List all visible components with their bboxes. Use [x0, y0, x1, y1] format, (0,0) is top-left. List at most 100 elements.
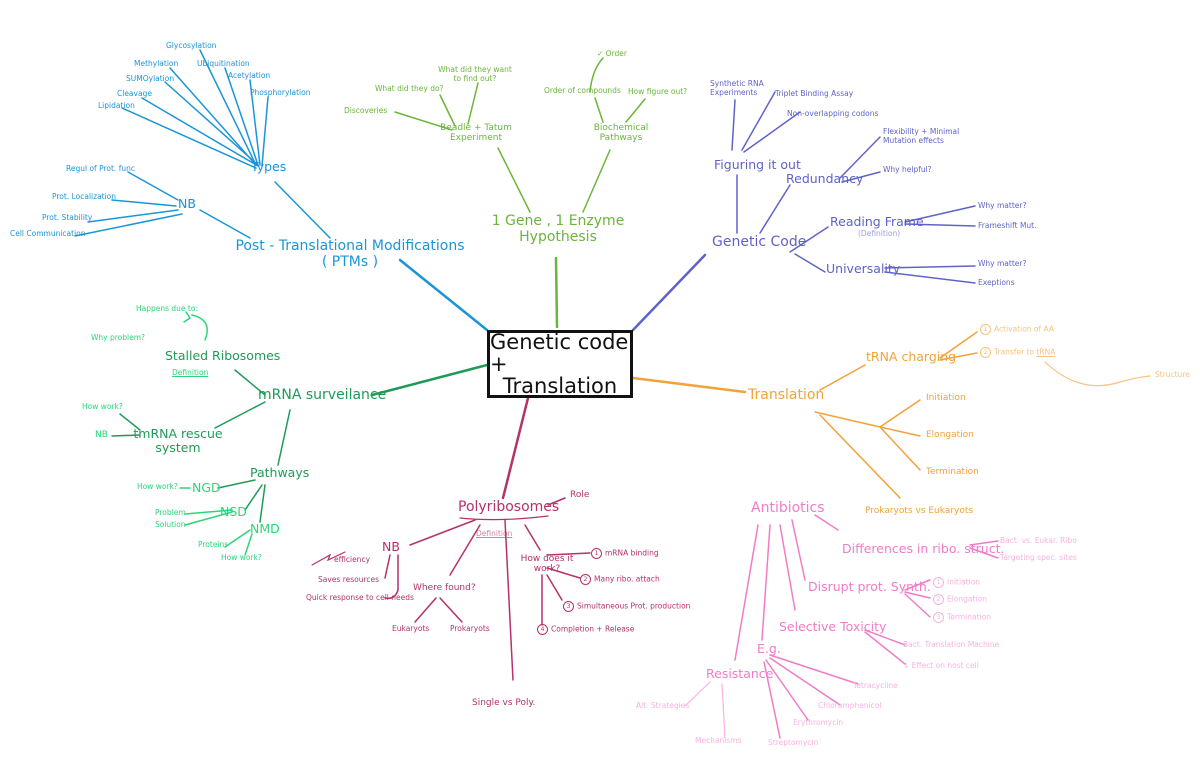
node-bact-translation: Bact. Translation Machine	[903, 640, 1000, 649]
step4-text: Completion + Release	[551, 624, 635, 634]
node-sumoylation: SUMOylation	[126, 74, 175, 83]
node-disrupt-prot-synth: Disrupt prot. Synth.	[808, 579, 931, 594]
central-topic: Genetic code + Translation	[487, 330, 633, 398]
node-nmd: NMD	[250, 521, 280, 536]
node-redundancy: Redundancy	[786, 171, 864, 186]
node-pathways: Pathways	[250, 465, 310, 480]
ptm-line1: Post - Translational Modifications	[235, 238, 465, 254]
branch-translation	[631, 376, 747, 394]
node-prokaryots: Prokaryots	[450, 624, 490, 633]
node-cell-communication: Cell Communication	[10, 229, 86, 238]
node-poly-nb: NB	[382, 539, 400, 554]
trna-word: tRNA	[1036, 347, 1056, 357]
node-happens-due-to: Happens due to:	[136, 304, 198, 313]
branch-one-gene	[554, 256, 559, 329]
node-ngd: NGD	[192, 480, 221, 495]
node-prot-stability: Prot. Stability	[42, 213, 93, 222]
branch-ptm	[398, 258, 489, 332]
step-1-badge: 1	[980, 324, 991, 335]
node-mrna-surveilance: mRNA surveilance	[258, 387, 387, 403]
node-quick-response: Quick response to cell needs	[306, 593, 414, 602]
node-ptm-nb: NB	[178, 196, 196, 211]
poly-step-3-badge: 3	[563, 601, 574, 612]
node-chloramphenicol: Chloramphenicol	[818, 701, 882, 710]
node-antibiotics: Antibiotics	[751, 500, 825, 516]
node-translation: Translation	[748, 387, 825, 403]
node-what-did-they-do: What did they do?	[375, 84, 444, 93]
node-targeting: Targeting spec. sites	[1000, 553, 1077, 562]
node-effect-host: ↓ Effect on host cell	[903, 661, 979, 670]
node-phosphorylation: Phosphorylation	[250, 88, 311, 97]
node-tetracycline: Tetracycline	[853, 681, 898, 690]
what-want-line2: to find out?	[453, 73, 497, 83]
poly-step-1-badge: 1	[591, 548, 602, 559]
node-rf-why-matter: Why matter?	[978, 201, 1027, 210]
node-order: ✓ Order	[597, 49, 627, 58]
step-2-badge: 2	[980, 347, 991, 358]
one-gene-line1: 1 Gene , 1 Enzyme	[491, 213, 625, 229]
poly-step-2-badge: 2	[580, 574, 591, 585]
node-methylation: Methylation	[134, 59, 179, 68]
node-erythromycin: Erythromycin	[793, 718, 844, 727]
node-where-found: Where found?	[413, 583, 476, 593]
node-stalled-definition: Definition	[172, 368, 209, 377]
node-elongation: Elongation	[926, 430, 974, 440]
node-synthetic-rna: Synthetic RNA Experiments	[710, 79, 764, 97]
ab-termination-text: Termination	[947, 612, 991, 622]
node-lipidation: Lipidation	[98, 101, 135, 110]
tmrna-line1: tmRNA rescue	[133, 426, 223, 441]
node-cleavage: Cleavage	[117, 89, 152, 98]
node-discoveries: Discoveries	[344, 106, 388, 115]
node-non-overlapping: Non-overlapping codons	[787, 109, 879, 118]
node-reading-frame-definition: (Definition)	[858, 229, 901, 238]
node-prok-vs-euk: Prokaryots vs Eukaryots	[865, 506, 974, 516]
node-how-does-it-work: How does it work?	[521, 554, 574, 575]
node-trna-charging: tRNA charging	[866, 349, 957, 364]
node-role: Role	[570, 490, 590, 500]
node-ubiquitination: Ubiquitination	[197, 59, 250, 68]
one-gene-line2: Hypothesis	[519, 229, 597, 246]
node-genetic-code: Genetic Code	[712, 234, 807, 250]
node-biochemical-pathways: Biochemical Pathways	[594, 123, 649, 144]
activation-text: Activation of AA	[994, 324, 1055, 334]
node-termination: Termination	[926, 467, 979, 477]
node-beadle-tatum: Beadle + Tatum Experiment	[440, 123, 512, 144]
node-why-helpful: Why helpful?	[883, 165, 932, 174]
node-mechanisms: Mechanisms	[695, 736, 742, 745]
node-single-vs-poly: Single vs Poly.	[472, 698, 536, 708]
node-nmd-proteins: Proteins	[198, 540, 229, 549]
node-universality: Universality	[826, 261, 901, 276]
node-glycosylation: Glycosylation	[166, 41, 217, 50]
node-poly-definition: Definition	[476, 529, 513, 538]
node-one-gene-one-enzyme: 1 Gene , 1 Enzyme Hypothesis	[492, 213, 625, 245]
transfer-text: Transfer to	[994, 347, 1035, 357]
ab-step-1-badge: 1	[933, 577, 944, 588]
beadle-line2: Experiment	[449, 133, 503, 144]
node-selective-toxicity: Selective Toxicity	[779, 619, 887, 634]
node-tmrna-how-work: How work?	[82, 402, 123, 411]
node-flexibility: Flexibility + Minimal Mutation effects	[883, 127, 960, 145]
node-initiation: Initiation	[926, 393, 966, 403]
node-exceptions: Exeptions	[978, 278, 1015, 287]
node-resistance: Resistance	[706, 666, 774, 681]
node-eukaryots: Eukaryots	[392, 624, 430, 633]
node-why-problem: Why problem?	[91, 333, 146, 342]
node-eg: E.g.	[757, 641, 781, 656]
how-line1: How does it	[520, 554, 574, 564]
ab-elongation-text: Elongation	[947, 594, 987, 604]
tmrna-line2: system	[155, 440, 201, 456]
node-regul-prot-func: Regul of Prot. func	[66, 164, 135, 173]
node-uni-why-matter: Why matter?	[978, 259, 1027, 268]
how-line2: work?	[533, 564, 561, 575]
node-reading-frame: Reading Frame	[830, 214, 924, 229]
node-bact-vs-euk: Bact. vs. Eukar. Ribo	[1000, 536, 1077, 545]
node-figuring-it-out: Figuring it out	[714, 157, 801, 172]
node-structure: Structure	[1155, 370, 1190, 379]
